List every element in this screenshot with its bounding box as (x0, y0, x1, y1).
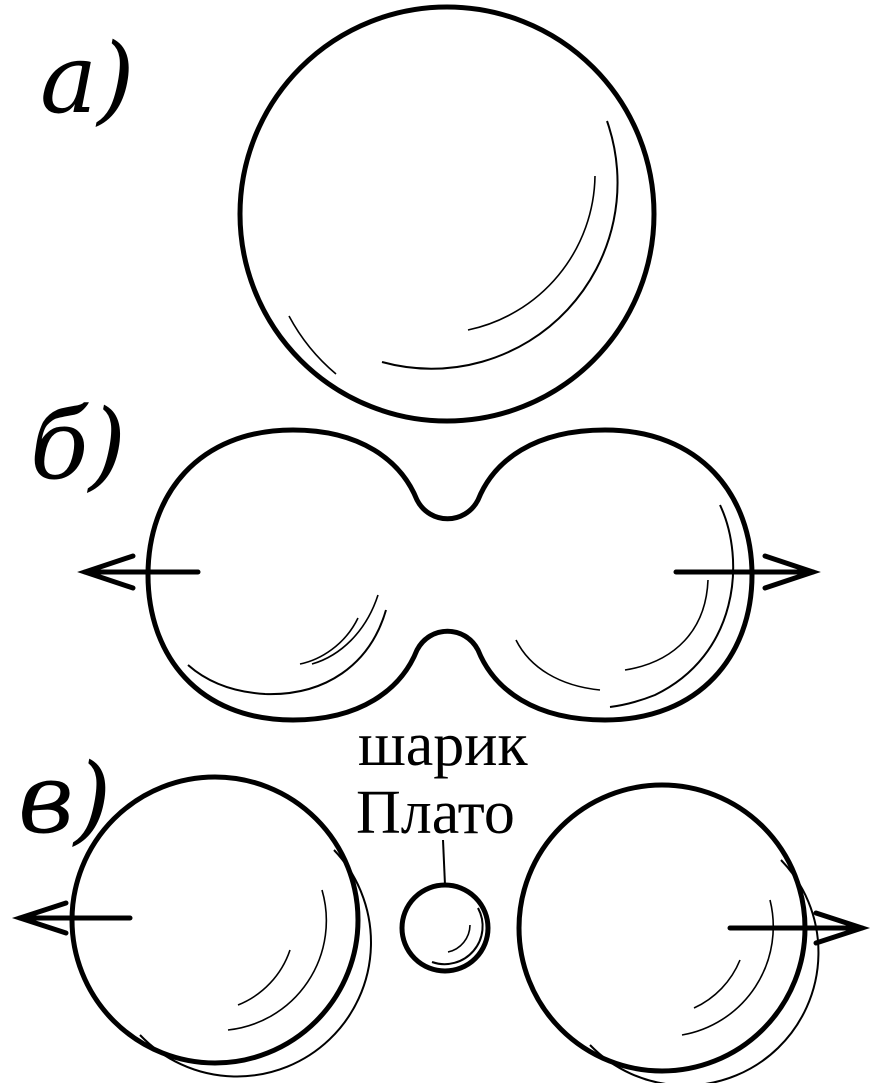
panel-a: а) (40, 7, 654, 421)
bubble-c-right-rim (590, 860, 818, 1083)
panel-label-a: а) (40, 23, 135, 135)
plateau-droplet (402, 885, 488, 971)
bubble-a-rim (382, 121, 618, 369)
panel-label-b: б) (30, 389, 126, 501)
panel-c: в) шарик Плато (18, 711, 862, 1083)
bubble-c-left-highlight (228, 890, 326, 1030)
bubble-a-highlight (468, 176, 595, 330)
bubble-a-outline (240, 7, 654, 421)
bubble-c-left-rim (140, 850, 371, 1076)
bubble-c-right-highlight-2 (694, 960, 740, 1008)
bubble-c-right-highlight (682, 900, 773, 1035)
bubble-b-highlight-left-2 (312, 595, 378, 664)
panel-b: б) (30, 389, 813, 720)
bubble-b-highlight-right (625, 580, 708, 670)
bubble-c-left-highlight-2 (238, 950, 290, 1005)
callout-text-line2: Плато (356, 779, 515, 847)
bubble-b-outline (148, 430, 752, 720)
callout-text-line1: шарик (358, 711, 528, 779)
bubble-b-highlight-right-2 (516, 640, 600, 690)
plateau-droplet-highlight (448, 925, 470, 952)
bubble-a-highlight-left (289, 316, 336, 374)
